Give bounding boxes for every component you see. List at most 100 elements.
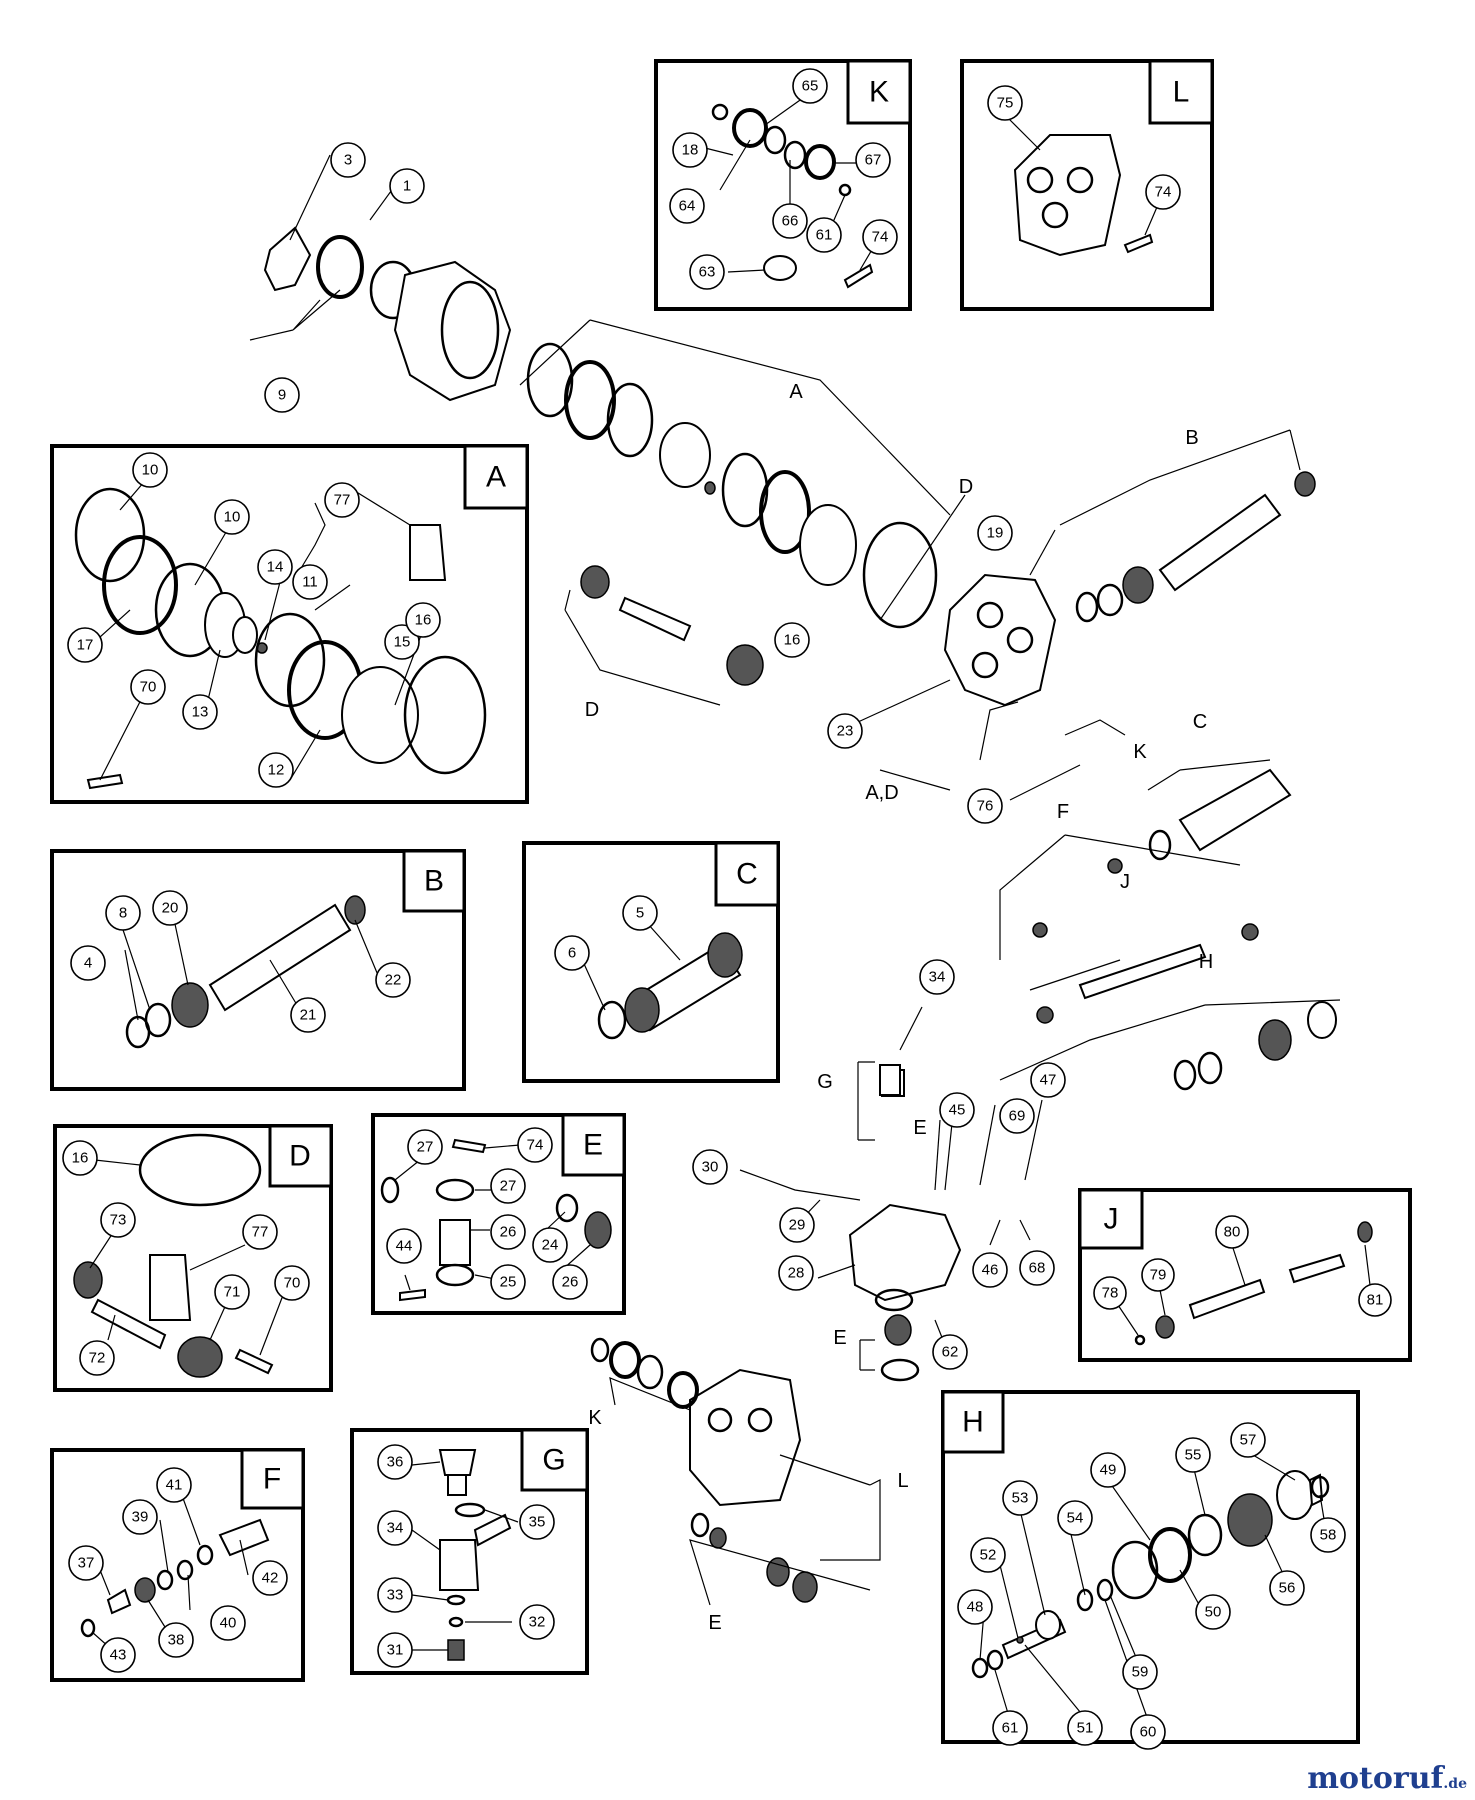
callout-16: 16 [774, 622, 810, 658]
inset-C-label: C [736, 858, 758, 891]
letter-E-upper: E [913, 1117, 926, 1139]
inset-K: K [654, 59, 912, 311]
svg-text:26: 26 [562, 1274, 579, 1291]
inset-L-content: 75 74 [987, 85, 1181, 257]
J-callout-80: 80 [1215, 1215, 1249, 1249]
letter-AD: A,D [865, 782, 898, 804]
svg-text:32: 32 [529, 1614, 546, 1631]
inset-L: L [960, 59, 1214, 311]
svg-text:29: 29 [789, 1217, 806, 1234]
F-callout-42: 42 [252, 1560, 288, 1596]
K-callout-61: 61 [806, 217, 842, 253]
D-callout-72: 72 [79, 1340, 115, 1376]
F-callout-39: 39 [122, 1499, 158, 1535]
svg-text:77: 77 [252, 1224, 269, 1241]
plug-73 [580, 565, 610, 599]
letter-B: B [1185, 427, 1198, 449]
svg-text:51: 51 [1077, 1720, 1094, 1737]
svg-text:14: 14 [267, 559, 284, 576]
svg-text:16: 16 [72, 1150, 89, 1167]
plate-15 [799, 504, 857, 586]
svg-text:9: 9 [278, 387, 286, 404]
sleeve-34-main [879, 1064, 901, 1096]
inset-F-content: 41 39 42 37 40 38 43 [68, 1467, 288, 1673]
svg-text:68: 68 [1029, 1260, 1046, 1277]
E-callout-25: 25 [490, 1264, 526, 1300]
G-callout-32: 32 [519, 1604, 555, 1640]
inset-A-label: A [486, 461, 506, 494]
svg-text:20: 20 [162, 900, 179, 917]
F-callout-38: 38 [158, 1622, 194, 1658]
H-callout-49: 49 [1090, 1452, 1126, 1488]
carrier-13 [659, 422, 711, 488]
svg-text:18: 18 [682, 142, 699, 159]
callout-1: 1 [389, 168, 425, 204]
callout-29: 29 [779, 1207, 815, 1243]
H-callout-58: 58 [1310, 1517, 1346, 1553]
manifold-23 [943, 573, 1057, 707]
F-callout-41: 41 [156, 1467, 192, 1503]
inset-G: G [350, 1428, 589, 1675]
svg-text:67: 67 [865, 152, 882, 169]
K-callout-65: 65 [792, 68, 828, 104]
washer-8 [1096, 583, 1124, 617]
svg-text:70: 70 [140, 679, 157, 696]
pin-14 [704, 481, 716, 495]
letter-D-left: D [585, 699, 599, 721]
J-callout-78: 78 [1093, 1276, 1127, 1310]
letter-E-mid: E [833, 1327, 846, 1349]
C-callout-5: 5 [622, 895, 658, 931]
svg-text:54: 54 [1067, 1510, 1084, 1527]
inset-F: F [50, 1448, 305, 1682]
gear-17 [564, 360, 616, 440]
manifold-75-main [689, 1368, 802, 1507]
gear-12 [759, 470, 811, 554]
inset-B-content: 4 8 20 21 22 [70, 890, 411, 1049]
H-callout-55: 55 [1175, 1437, 1211, 1473]
K-callout-64: 64 [669, 188, 705, 224]
callout-30: 30 [692, 1149, 728, 1185]
hose-80 [1078, 943, 1207, 1000]
letter-E-lower: E [708, 1612, 721, 1634]
H-callout-61: 61 [992, 1710, 1028, 1746]
K-callout-18: 18 [672, 132, 708, 168]
spring-56-main [1258, 1019, 1292, 1061]
inset-G-label: G [542, 1444, 565, 1477]
svg-text:74: 74 [1155, 184, 1172, 201]
G-callout-35: 35 [519, 1504, 555, 1540]
inset-B: B [50, 849, 466, 1091]
inset-J-label: J [1104, 1203, 1119, 1236]
B-callout-4: 4 [70, 945, 106, 981]
svg-text:38: 38 [168, 1632, 185, 1649]
svg-text:70: 70 [284, 1275, 301, 1292]
D-callout-71: 71 [214, 1274, 250, 1310]
fitting-81 [1241, 923, 1259, 941]
A-callout-16: 16 [405, 602, 441, 638]
inset-G-content: 36 35 34 33 32 31 [377, 1444, 555, 1668]
callout-46: 46 [972, 1252, 1008, 1288]
svg-text:55: 55 [1185, 1447, 1202, 1464]
letter-H: H [1199, 951, 1213, 973]
svg-text:52: 52 [980, 1547, 997, 1564]
svg-text:35: 35 [529, 1514, 546, 1531]
svg-text:17: 17 [77, 637, 94, 654]
svg-text:61: 61 [816, 227, 833, 244]
svg-text:27: 27 [417, 1139, 434, 1156]
svg-text:73: 73 [110, 1212, 127, 1229]
A-callout-10b: 10 [214, 499, 250, 535]
H-callout-56: 56 [1269, 1570, 1305, 1606]
fitting-f2 [1107, 858, 1123, 874]
L-callout-75: 75 [987, 85, 1023, 121]
inset-H-label: H [962, 1406, 984, 1439]
svg-text:25: 25 [500, 1274, 517, 1291]
svg-text:77: 77 [334, 492, 351, 509]
svg-text:64: 64 [679, 198, 696, 215]
tube-21 [1158, 493, 1282, 592]
inset-D-label: D [289, 1140, 311, 1173]
inset-E-label: E [583, 1129, 603, 1162]
L-callout-74: 74 [1145, 174, 1181, 210]
H-callout-51: 51 [1067, 1710, 1103, 1746]
svg-text:16: 16 [784, 632, 801, 649]
inset-L-label: L [1173, 76, 1190, 109]
G-callout-31: 31 [377, 1632, 413, 1668]
